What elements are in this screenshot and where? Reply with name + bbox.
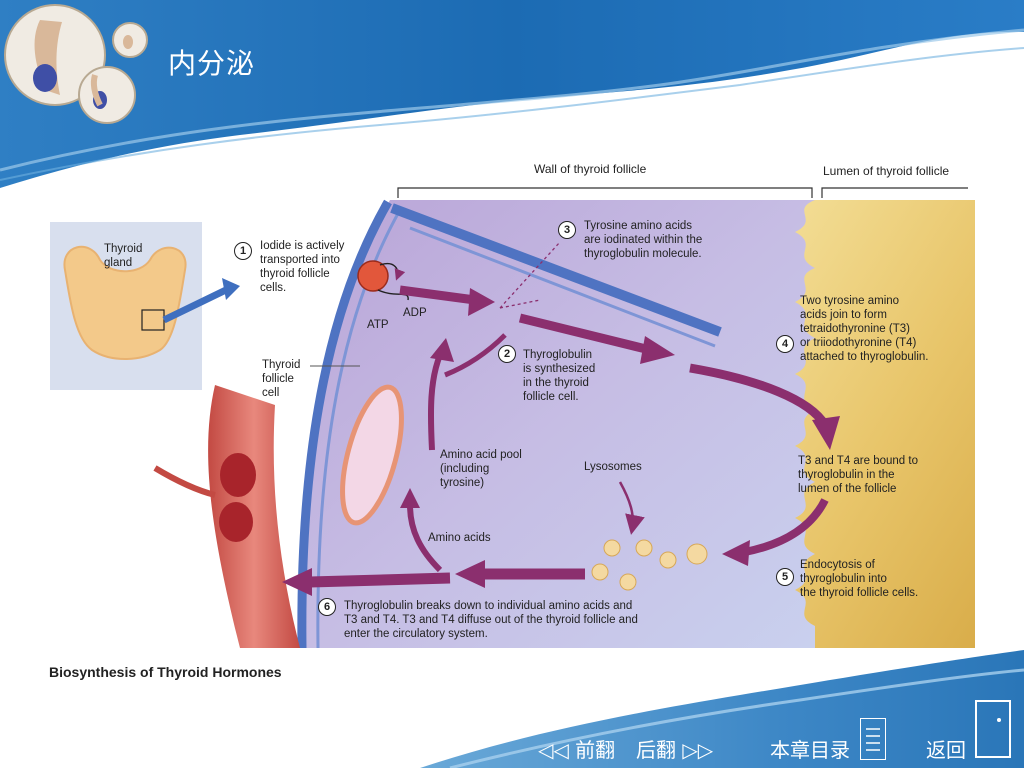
thyroid-gland-label: Thyroid gland <box>104 243 143 269</box>
step-text: Iodide is actively transported into thyr… <box>260 240 345 294</box>
next-page-button[interactable]: 后翻 ▷▷ <box>636 738 714 762</box>
step-number: 1 <box>234 242 252 260</box>
diagram-caption: Biosynthesis of Thyroid Hormones <box>49 664 282 680</box>
lumen-header: Lumen of thyroid follicle <box>823 164 950 178</box>
step-number: 6 <box>318 598 336 616</box>
step-number: 3 <box>558 221 576 239</box>
step-text: Two tyrosine amino acids join to form te… <box>800 295 929 363</box>
step-text: Thyroglobulin breaks down to individual … <box>344 600 638 640</box>
step-text: Endocytosis of thyroglobulin into the th… <box>800 559 919 599</box>
prev-page-button[interactable]: ◁◁ 前翻 <box>538 738 616 762</box>
bottom-banner <box>420 650 1024 768</box>
atp-label: ATP <box>367 319 389 331</box>
amino-pool-label: Amino acid pool (including tyrosine) <box>440 449 522 489</box>
follicle-cell-label: Thyroid follicle cell <box>262 359 301 399</box>
door-icon[interactable] <box>975 700 1011 758</box>
step-number: 5 <box>776 568 794 586</box>
amino-acids-label: Amino acids <box>428 532 491 544</box>
lysosomes-label: Lysosomes <box>584 461 642 473</box>
top-banner <box>0 0 1024 188</box>
wall-header: Wall of thyroid follicle <box>534 162 647 176</box>
list-icon[interactable] <box>860 718 886 760</box>
slide-title: 内分泌 <box>168 47 256 80</box>
step-number: 4 <box>776 335 794 353</box>
endocrine-logo <box>4 4 148 124</box>
adp-label: ADP <box>403 307 427 319</box>
toc-button[interactable]: 本章目录 <box>770 738 850 762</box>
step-text: Thyroglobulin is synthesized in the thyr… <box>523 349 596 403</box>
step-text: Tyrosine amino acids are iodinated withi… <box>584 220 703 260</box>
back-button[interactable]: 返回 <box>926 738 966 762</box>
thyroid-diagram <box>50 187 975 649</box>
bound-note: T3 and T4 are bound to thyroglobulin in … <box>798 455 918 495</box>
step-number: 2 <box>498 345 516 363</box>
